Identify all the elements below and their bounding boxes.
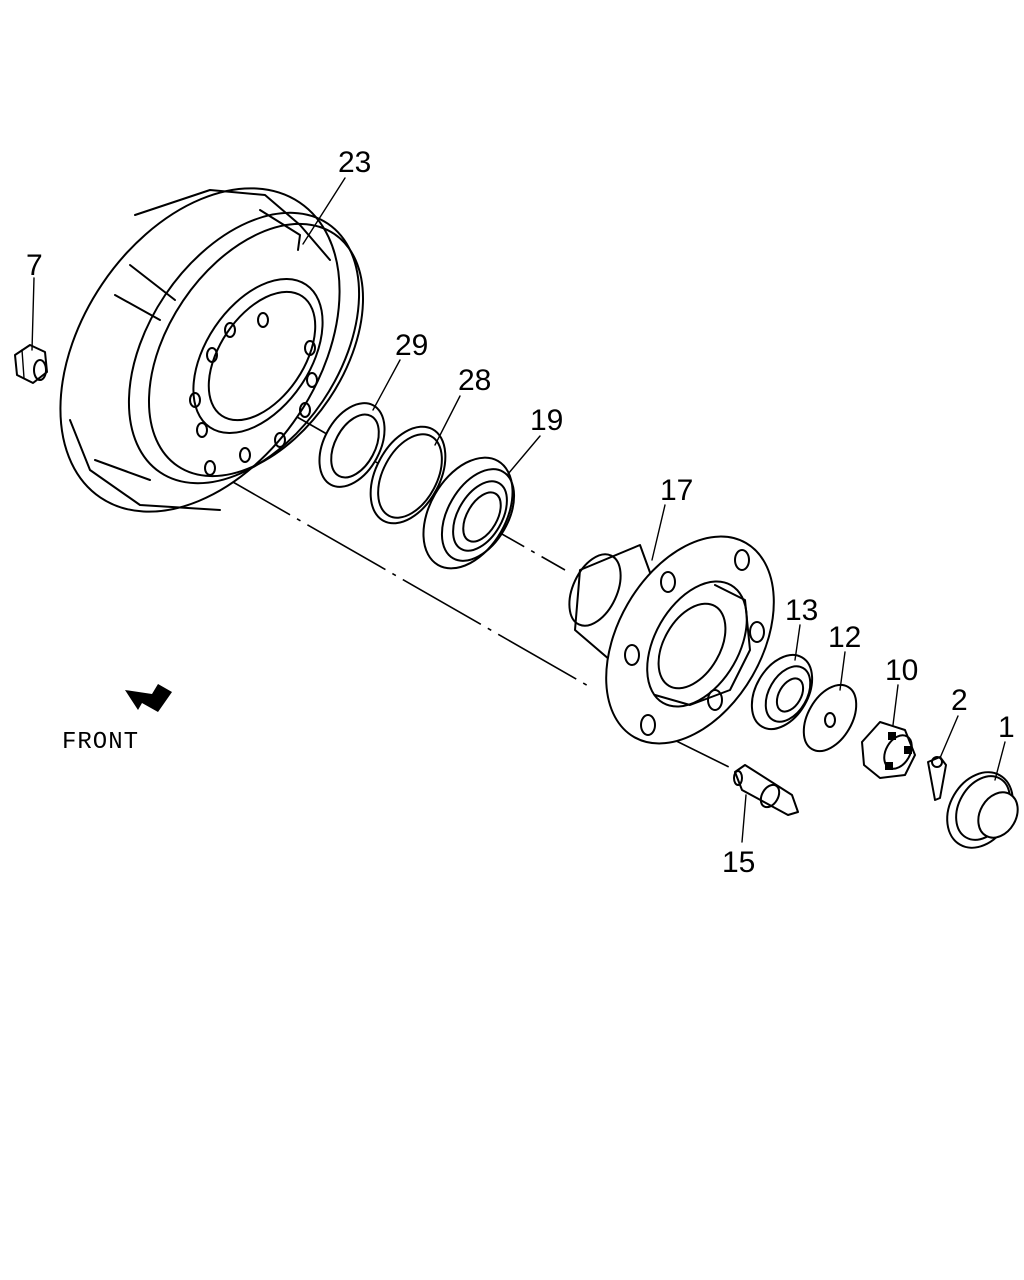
snap-ring-part-28: [369, 425, 447, 525]
callout-10: 10: [885, 654, 918, 687]
callout-29: 29: [395, 329, 428, 362]
callout-1: 1: [998, 711, 1015, 744]
drum-bolt-holes: [189, 312, 318, 476]
callout-15: 15: [722, 846, 755, 879]
callout-7: 7: [26, 249, 43, 282]
leader-lines: [31, 177, 1006, 843]
callout-17: 17: [660, 474, 693, 507]
seal-ring-part-29: [318, 402, 386, 488]
nut-part-7: [14, 344, 48, 384]
wheel-stud-part-15: [733, 764, 799, 816]
front-label: FRONT: [62, 729, 139, 756]
outer-bearing-part-13: [750, 654, 814, 730]
callout-2: 2: [951, 684, 968, 717]
callout-19: 19: [530, 404, 563, 437]
callout-12: 12: [828, 621, 861, 654]
washer-part-12: [802, 683, 858, 753]
castle-nut-part-10: [861, 721, 916, 779]
front-arrow-icon: [125, 684, 172, 712]
hub-cap-part-1: [946, 771, 1019, 849]
front-direction-indicator: FRONT: [62, 684, 172, 756]
inner-bearing-part-19: [422, 456, 516, 570]
cotter-pin-part-2: [927, 756, 947, 801]
callout-13: 13: [785, 594, 818, 627]
wheel-hub-part-17: [568, 535, 775, 745]
brake-drum-part-23: [59, 187, 365, 513]
callout-28: 28: [458, 364, 491, 397]
hub-stud-holes: [624, 549, 765, 736]
callout-23: 23: [338, 146, 371, 179]
